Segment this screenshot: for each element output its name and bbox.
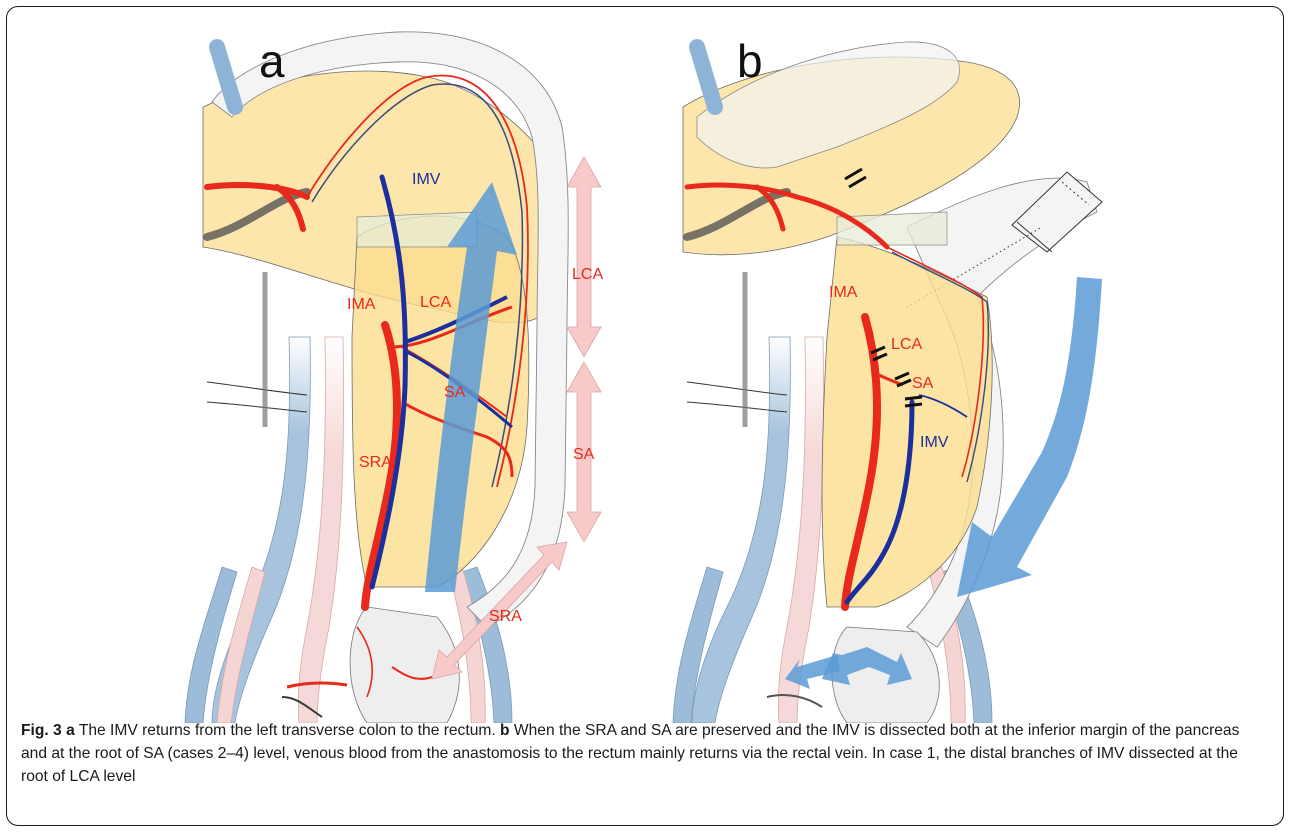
panel-a-letter: a xyxy=(259,35,285,87)
panel-b: b IMA LCA SA IMV xyxy=(673,35,1102,723)
panel-a: a IMV IMA LCA SA SRA LCA SA SRA xyxy=(185,32,603,723)
caption-a-letter: a xyxy=(66,722,75,739)
range-label-lca: LCA xyxy=(572,266,603,283)
duodenum-icon xyxy=(837,212,947,245)
label-imv: IMV xyxy=(920,434,949,451)
caption-fig-label: Fig. 3 xyxy=(21,722,62,739)
label-ima: IMA xyxy=(347,296,376,313)
anatomical-figure: a IMV IMA LCA SA SRA LCA SA SRA xyxy=(7,7,1284,723)
figure-frame: a IMV IMA LCA SA SRA LCA SA SRA xyxy=(6,6,1284,826)
figure-caption: Fig. 3 a The IMV returns from the left t… xyxy=(21,719,1267,788)
caption-b-letter: b xyxy=(500,722,510,739)
label-sa: SA xyxy=(444,384,466,401)
label-ima: IMA xyxy=(829,284,858,301)
label-lca: LCA xyxy=(420,294,451,311)
range-label-sa: SA xyxy=(573,446,595,463)
rectum-icon xyxy=(832,627,939,723)
label-sa: SA xyxy=(912,375,934,392)
vena-cava-icon xyxy=(692,337,790,723)
panel-b-letter: b xyxy=(737,35,763,87)
label-sra: SRA xyxy=(359,454,392,471)
lca-range-arrow xyxy=(567,157,601,357)
range-label-sra: SRA xyxy=(489,608,522,625)
label-lca: LCA xyxy=(891,336,922,353)
caption-a-text: The IMV returns from the left transverse… xyxy=(75,722,500,739)
label-imv: IMV xyxy=(412,171,441,188)
